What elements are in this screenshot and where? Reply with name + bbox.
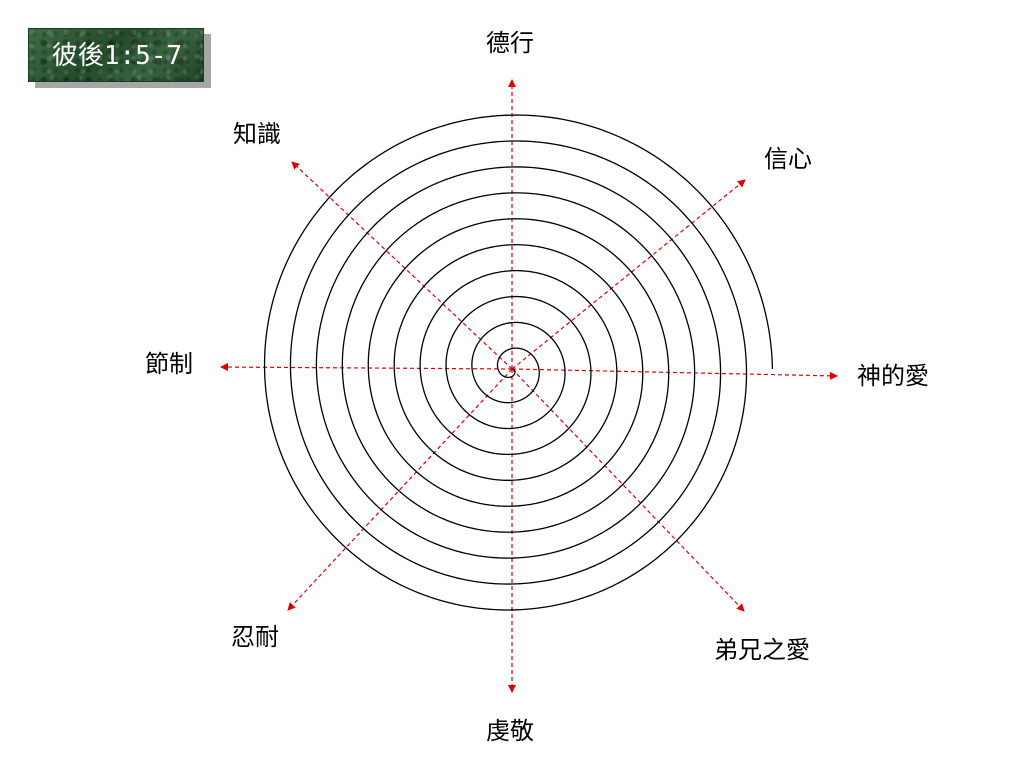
arrow-bottom-left	[287, 368, 513, 611]
label-top-right: 信心	[764, 145, 812, 173]
label-bottom: 虔敬	[486, 717, 534, 745]
label-left: 節制	[145, 350, 193, 378]
label-bottom-right: 弟兄之愛	[714, 636, 810, 664]
title-box: 彼後1:5-7	[28, 28, 204, 82]
label-bottom-left: 忍耐	[231, 623, 279, 651]
arrow-bottom-right	[511, 368, 745, 612]
arrow-group	[220, 79, 838, 693]
arrow-top-right	[511, 179, 746, 370]
spiral-line	[263, 114, 774, 611]
arrow-top-left	[291, 161, 513, 370]
label-right: 神的愛	[857, 362, 929, 390]
slide-title: 彼後1:5-7	[51, 41, 183, 71]
label-top: 德行	[486, 29, 534, 57]
arrow-right	[511, 368, 838, 380]
label-top-left: 知識	[233, 120, 281, 148]
